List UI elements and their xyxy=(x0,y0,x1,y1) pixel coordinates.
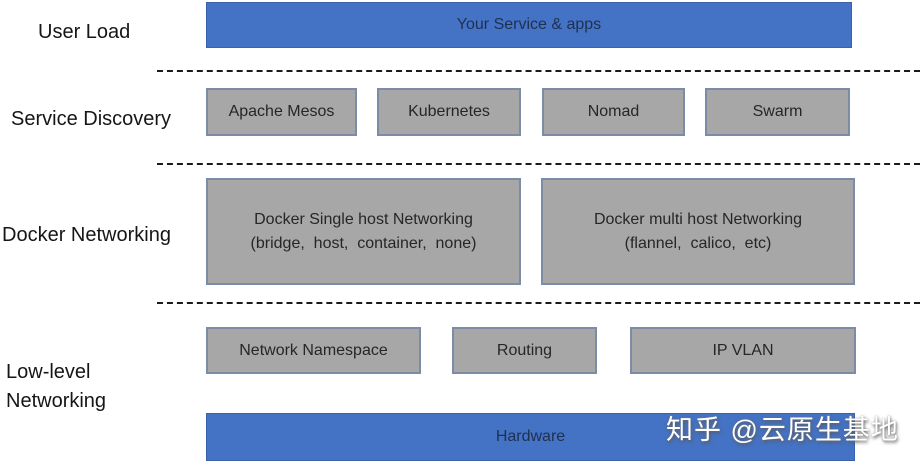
row-label-user-load: User Load xyxy=(38,21,131,43)
box-nomad: Nomad xyxy=(542,88,685,136)
box-swarm-label: Swarm xyxy=(752,103,803,120)
box-network-namespace: Network Namespace xyxy=(206,327,421,374)
box-ip-vlan-label: IP VLAN xyxy=(712,341,774,359)
box-routing-label: Routing xyxy=(496,341,553,359)
box-nomad-label: Nomad xyxy=(587,103,640,120)
box-hardware-label: Hardware xyxy=(495,428,566,445)
dashed-divider-2 xyxy=(157,163,920,165)
box-docker-single-host-networking: Docker Single host Networking (bridge, h… xyxy=(206,178,521,285)
box-kubernetes: Kubernetes xyxy=(377,88,521,136)
box-docker-multi-host-line2: (flannel, calico, etc) xyxy=(624,234,772,252)
box-docker-multi-host-networking: Docker multi host Networking (flannel, c… xyxy=(541,178,855,285)
box-hardware: Hardware xyxy=(206,413,855,461)
box-kubernetes-label: Kubernetes xyxy=(408,103,490,120)
box-your-service-apps: Your Service & apps xyxy=(206,2,852,48)
dashed-divider-3 xyxy=(157,302,920,304)
box-routing: Routing xyxy=(452,327,597,374)
dashed-divider-1 xyxy=(157,70,920,72)
box-apache-mesos-label: Apache Mesos xyxy=(228,103,335,120)
zhihu-watermark: 知乎 @云原生基地 xyxy=(666,415,899,445)
row-label-low-level-networking: Low-level Networking xyxy=(6,361,107,412)
box-your-service-apps-label: Your Service & apps xyxy=(456,16,602,33)
box-swarm: Swarm xyxy=(705,88,850,136)
box-docker-single-host-line1: Docker Single host Networking xyxy=(254,210,473,228)
box-ip-vlan: IP VLAN xyxy=(630,327,856,374)
row-label-service-discovery: Service Discovery xyxy=(11,108,172,130)
box-network-namespace-label: Network Namespace xyxy=(239,341,388,359)
row-label-docker-networking: Docker Networking xyxy=(2,224,171,246)
box-docker-multi-host-line1: Docker multi host Networking xyxy=(593,210,803,228)
box-apache-mesos: Apache Mesos xyxy=(206,88,357,136)
box-docker-single-host-line2: (bridge, host, container, none) xyxy=(250,234,477,252)
